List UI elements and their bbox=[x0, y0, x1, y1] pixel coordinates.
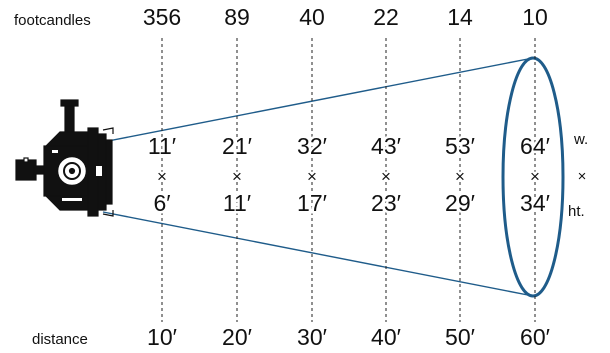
times-symbol: × bbox=[530, 167, 540, 186]
distance-label: distance bbox=[32, 331, 88, 348]
beam-lower-edge bbox=[102, 211, 534, 297]
distance-markers bbox=[161, 38, 536, 322]
ellipsoidal-spotlight-icon bbox=[15, 99, 114, 217]
beam-width-values: 11′ 21′ 32′ 43′ 53′ 64′ bbox=[145, 131, 552, 162]
times-symbol: × bbox=[455, 167, 465, 186]
footcandle-value: 10 bbox=[522, 4, 548, 30]
times-symbol: × bbox=[307, 167, 317, 186]
footcandle-value: 22 bbox=[373, 4, 399, 30]
footcandle-value: 89 bbox=[224, 4, 250, 30]
beam-height-value: 34′ bbox=[520, 190, 550, 216]
distance-value: 20′ bbox=[222, 324, 252, 350]
beam-width-value: 43′ bbox=[371, 133, 401, 159]
distance-values: 10′ 20′ 30′ 40′ 50′ 60′ bbox=[147, 324, 550, 350]
beam-height-value: 17′ bbox=[297, 190, 327, 216]
beam-height-value: 11′ bbox=[223, 190, 251, 216]
distance-value: 40′ bbox=[371, 324, 401, 350]
times-symbol: × bbox=[157, 167, 167, 186]
distance-value: 50′ bbox=[445, 324, 475, 350]
beam-cone bbox=[102, 56, 565, 298]
beam-width-value: 64′ bbox=[520, 133, 550, 159]
footcandle-value: 356 bbox=[143, 4, 181, 30]
distance-value: 30′ bbox=[297, 324, 327, 350]
distance-value: 10′ bbox=[147, 324, 177, 350]
footcandle-value: 40 bbox=[299, 4, 325, 30]
width-suffix: w. bbox=[573, 131, 588, 148]
beam-width-value: 11′ bbox=[148, 133, 176, 159]
times-symbol: × bbox=[232, 167, 242, 186]
times-symbols: × × × × × × bbox=[155, 165, 543, 189]
beam-width-value: 21′ bbox=[222, 133, 252, 159]
beam-ellipse bbox=[501, 56, 565, 298]
footcandle-values: 356 89 40 22 14 10 bbox=[143, 4, 548, 30]
distance-value: 60′ bbox=[520, 324, 550, 350]
beam-width-value: 32′ bbox=[297, 133, 327, 159]
times-symbol: × bbox=[381, 167, 391, 186]
beam-upper-edge bbox=[102, 57, 534, 143]
footcandles-label: footcandles bbox=[14, 12, 91, 29]
beam-height-values: 6′ 11′ 17′ 23′ 29′ 34′ bbox=[151, 188, 553, 219]
footcandle-value: 14 bbox=[447, 4, 473, 30]
beam-height-value: 29′ bbox=[445, 190, 475, 216]
dimension-legend: w. × ht. bbox=[568, 131, 588, 220]
beam-height-value: 23′ bbox=[371, 190, 401, 216]
beam-height-value: 6′ bbox=[153, 190, 170, 216]
legend-times-symbol: × bbox=[578, 168, 587, 185]
beam-width-value: 53′ bbox=[445, 133, 475, 159]
height-suffix: ht. bbox=[568, 203, 585, 220]
